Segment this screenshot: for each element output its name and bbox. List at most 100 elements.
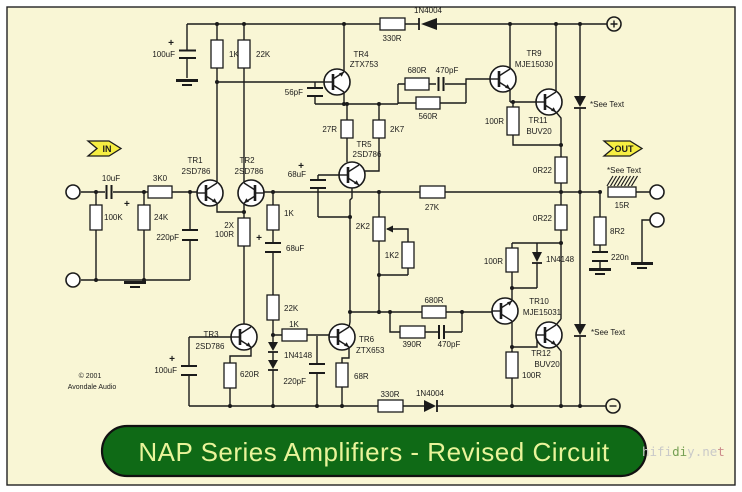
resistor-body — [415, 96, 441, 110]
diode-see-text-bottom — [574, 324, 586, 335]
polarity-plus: + — [124, 199, 130, 210]
transistor-tr10 — [490, 296, 520, 326]
transistor-tr12 — [534, 320, 564, 350]
input-jack-ground — [65, 272, 81, 288]
resistor-body — [419, 185, 446, 199]
label-tr4-type: ZTX753 — [350, 60, 379, 69]
output-inductor-coil — [606, 175, 639, 187]
resistor-body — [379, 17, 406, 31]
polarity-plus: + — [168, 38, 174, 49]
label-c68uf-tr5: 68uF — [288, 170, 306, 179]
label-tr12-type: BUV20 — [534, 360, 560, 369]
label-r2x100-1: 2X — [224, 221, 234, 230]
terminals — [65, 16, 665, 414]
resistor-body — [404, 77, 430, 91]
polarity-plus: + — [169, 354, 175, 365]
label-c220n: 220n — [611, 253, 629, 262]
label-tr9-type: MJE15030 — [515, 60, 554, 69]
diodes — [268, 18, 586, 412]
title-banner: NAP Series Amplifiers - Revised Circuit — [100, 424, 648, 478]
label-c56pf: 56pF — [285, 88, 303, 97]
watermark-part3: y.ne — [687, 444, 717, 459]
watermark-part4: t — [717, 444, 725, 459]
resistor-body — [505, 247, 519, 273]
out-label: OUT — [615, 144, 635, 154]
label-tr6-type: ZTX653 — [356, 346, 385, 355]
component-labels: 100uF + 1K 22K 330R 1N4004 TR4 ZTX753 56… — [68, 6, 642, 399]
watermark: hifidiy.net — [642, 444, 725, 459]
wires — [81, 23, 650, 407]
label-see-text-top: *See Text — [590, 100, 625, 109]
label-tr9-name: TR9 — [526, 49, 542, 58]
supply-positive-terminal — [606, 16, 622, 32]
resistor-body — [607, 186, 637, 198]
junction-dots — [94, 22, 602, 408]
label-r24k: 24K — [154, 213, 169, 222]
supply-negative-terminal — [605, 398, 621, 414]
resistor-body — [377, 399, 404, 413]
in-label: IN — [103, 144, 112, 154]
polarity-plus: + — [256, 233, 262, 244]
transistor-tr6 — [327, 322, 357, 352]
transistor-tr2 — [236, 178, 266, 208]
label-r2x100-2: 100R — [215, 230, 234, 239]
label-r330-top: 330R — [382, 34, 401, 43]
label-r680-top: 680R — [407, 66, 426, 75]
label-r15r: 15R — [615, 201, 630, 210]
label-c100uf-bot: 100uF — [154, 366, 177, 375]
pot-wiper-arrow — [386, 225, 393, 233]
label-r22k-in: 22K — [256, 50, 271, 59]
label-r330-bot: 330R — [380, 390, 399, 399]
label-r680-bot: 680R — [424, 296, 443, 305]
transistor-tr11 — [534, 87, 564, 117]
resistor-body — [335, 362, 349, 388]
diode-1n4148-bias2 — [268, 360, 278, 369]
label-r100-tr9: 100R — [485, 117, 504, 126]
label-tr10-name: TR10 — [529, 297, 549, 306]
io-flags: IN OUT — [86, 140, 644, 157]
resistor-body — [340, 119, 354, 139]
label-r1k2: 1K2 — [385, 251, 400, 260]
capacitors — [105, 49, 608, 376]
transistor-tr4 — [322, 67, 352, 97]
label-r27k: 27K — [425, 203, 440, 212]
label-r620r: 620R — [240, 370, 259, 379]
plus-icon — [610, 20, 618, 28]
resistor-body — [237, 39, 251, 69]
resistor-body — [505, 351, 519, 379]
label-tr1-name: TR1 — [187, 156, 203, 165]
label-r100k: 100K — [104, 213, 123, 222]
resistor-body — [401, 241, 415, 269]
input-jack-signal — [65, 184, 81, 200]
transistor-tr9 — [488, 64, 518, 94]
resistor-body — [223, 362, 237, 389]
transistor-tr3 — [229, 322, 259, 352]
label-tr3-type: 2SD786 — [196, 342, 225, 351]
label-r1k-tr6: 1K — [289, 320, 299, 329]
diode-1n4004-top — [421, 18, 437, 30]
label-tr5-type: 2SD786 — [353, 150, 382, 159]
diode-1n4004-bottom — [424, 400, 436, 412]
output-jack-signal — [649, 184, 665, 200]
label-r22k-fb: 22K — [284, 304, 299, 313]
label-r68r: 68R — [354, 372, 369, 381]
resistor-body — [281, 328, 308, 342]
resistor-body — [421, 305, 447, 319]
copyright-year: © 2001 — [79, 372, 102, 380]
label-tr2-type: 2SD786 — [235, 167, 264, 176]
resistor-body — [210, 39, 224, 69]
polarity-plus: + — [298, 161, 304, 172]
label-see-text-bottom: *See Text — [591, 328, 626, 337]
in-arrow-icon — [86, 140, 123, 157]
resistor-body — [399, 325, 426, 339]
label-r100-tr12: 100R — [522, 371, 541, 380]
label-r0r22-bot: 0R22 — [533, 214, 553, 223]
diode-1n4148-bias1 — [268, 342, 278, 351]
label-c220pf-in: 220pF — [156, 233, 179, 242]
label-r100-tr10: 100R — [484, 257, 503, 266]
resistor-body — [554, 204, 568, 231]
copyright-owner: Avondale Audio — [68, 384, 117, 391]
diagram-frame — [6, 6, 736, 486]
diode-1n4148-mid — [532, 252, 542, 262]
